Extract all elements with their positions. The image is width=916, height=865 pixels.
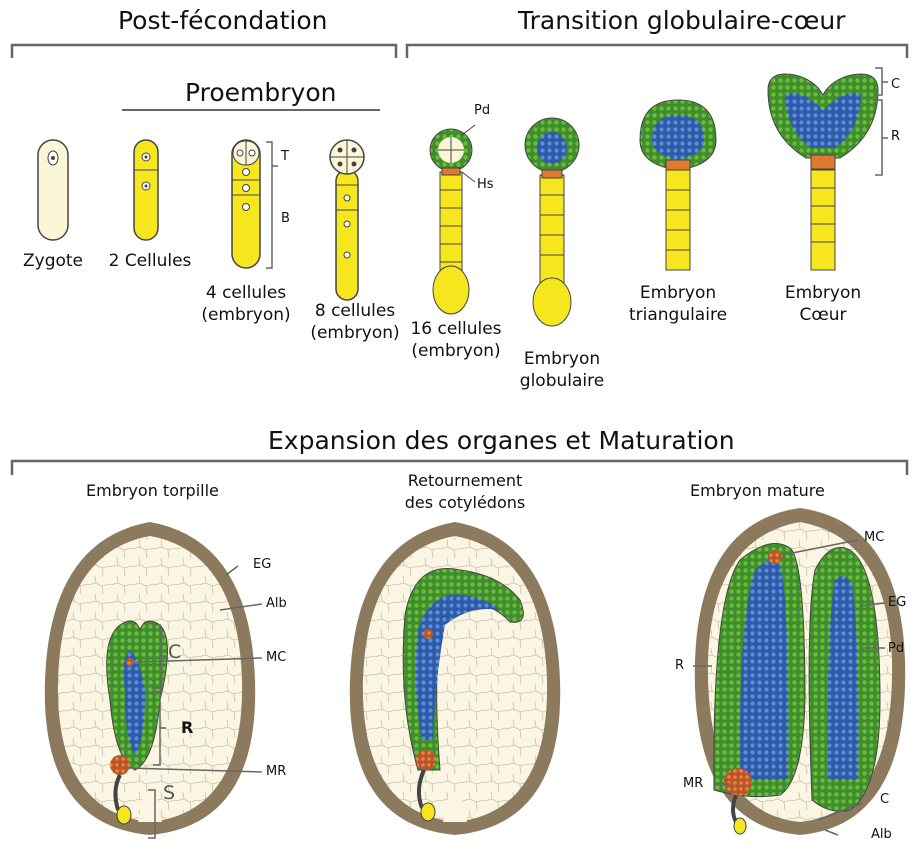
sixteen-cell-embryo [430, 125, 475, 314]
anno-Alb-mature: Alb [871, 828, 892, 841]
label-zygote: Zygote [18, 250, 88, 272]
anno-Alb-torpedo: Alb [266, 597, 287, 610]
label-two-cells: 2 Cellules [100, 250, 200, 272]
anno-MR-torpedo: MR [266, 765, 286, 778]
header-expansion: Expansion des organes et Maturation [268, 428, 735, 453]
four-cell-proembryo [232, 140, 278, 268]
eight-cell-proembryo [330, 140, 364, 300]
label-mature: Embryon mature [690, 483, 825, 499]
mature-seed [693, 508, 905, 835]
label-heart: Embryon Cœur [773, 282, 873, 326]
zygote-cell [38, 140, 68, 240]
two-cell-proembryo [134, 140, 158, 240]
anno-EG-mature: EG [888, 596, 906, 609]
anno-MC-mature: MC [864, 531, 884, 544]
bracket-post-fecondation [12, 45, 396, 58]
anno-R-top: R [891, 130, 900, 143]
anno-Hs: Hs [477, 178, 494, 191]
label-sixteen-cells: 16 cellules (embryon) [404, 318, 508, 362]
label-globular: Embryon globulaire [512, 348, 612, 392]
anno-EG-torpedo: EG [253, 558, 271, 571]
header-transition: Transition globulaire-cœur [518, 8, 845, 33]
anno-S-torpedo: S [163, 784, 175, 803]
heart-embryo [768, 68, 888, 270]
anno-C-torpedo: C [168, 643, 181, 662]
label-turning: Retournement des cotylédons [380, 470, 550, 513]
label-triangular: Embryon triangulaire [628, 282, 728, 326]
anno-R-torpedo: R [181, 720, 193, 736]
label-eight-cells: 8 cellules (embryon) [305, 300, 405, 344]
anno-T: T [281, 150, 289, 163]
header-proembryon: Proembryon [185, 80, 336, 105]
anno-MR-mature: MR [683, 777, 703, 790]
label-four-cells: 4 cellules (embryon) [196, 282, 296, 326]
anno-C-mature: C [880, 793, 889, 806]
anno-Pd-mature: Pd [888, 642, 904, 655]
anno-B: B [281, 212, 290, 225]
anno-R-mature: R [675, 659, 684, 672]
anno-Pd-top: Pd [474, 104, 490, 117]
triangular-embryo [640, 100, 716, 270]
anno-C-top: C [891, 78, 900, 91]
header-post-fecondation: Post-fécondation [118, 8, 327, 33]
globular-embryo [525, 118, 579, 326]
label-torpedo: Embryon torpille [86, 483, 219, 499]
torpedo-seed [45, 522, 262, 838]
turning-seed [350, 522, 560, 835]
anno-MC-torpedo: MC [266, 651, 286, 664]
bracket-transition [407, 45, 907, 58]
